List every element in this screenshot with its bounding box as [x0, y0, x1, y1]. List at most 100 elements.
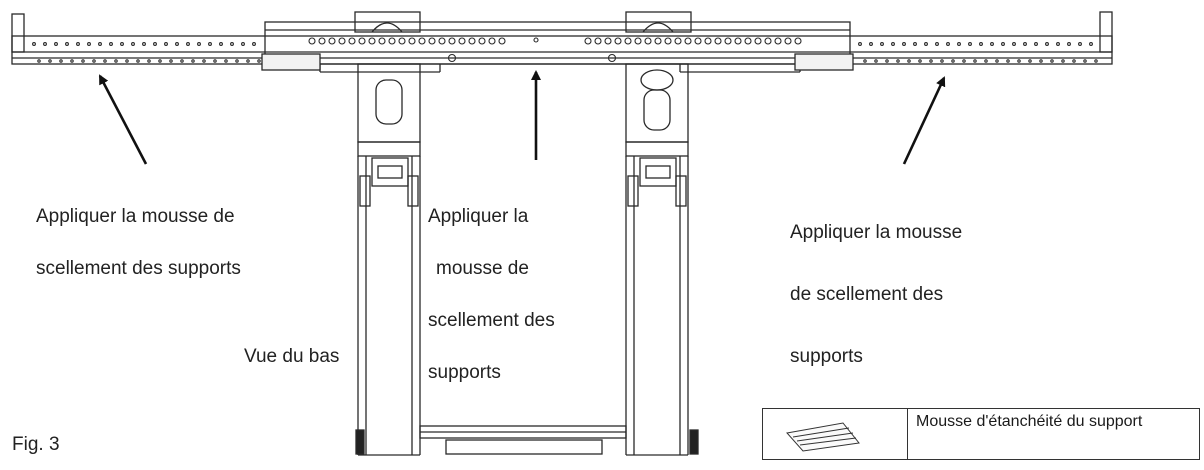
rail-hole — [913, 42, 917, 46]
rail-hole — [358, 37, 366, 45]
rail-hole — [114, 59, 118, 63]
rail-hole — [951, 59, 955, 63]
rail-hole — [81, 59, 85, 63]
view-label: Vue du bas — [244, 346, 340, 367]
rail-hole — [180, 59, 184, 63]
rail-hole — [734, 37, 742, 45]
rail-hole — [957, 42, 961, 46]
rail-hole — [784, 37, 792, 45]
rail-hole — [235, 59, 239, 63]
rail-hole — [918, 59, 922, 63]
rail-hole — [907, 59, 911, 63]
foam-strip-icon — [786, 422, 860, 452]
rail-hole — [1034, 42, 1038, 46]
rail-hole — [1023, 42, 1027, 46]
rail-hole — [968, 42, 972, 46]
rail-hole — [48, 59, 52, 63]
rail-hole — [136, 59, 140, 63]
annotation-right-line: supports — [790, 346, 863, 367]
rail-hole — [1028, 59, 1032, 63]
rail-hole — [990, 42, 994, 46]
rail-hole — [103, 59, 107, 63]
rail-hole — [169, 59, 173, 63]
rail-hole — [858, 42, 862, 46]
rail-hole — [308, 37, 316, 45]
rail-hole — [644, 37, 652, 45]
rail-hole — [142, 42, 146, 46]
horizontal-rail — [11, 21, 1113, 73]
rail-hole — [1012, 42, 1016, 46]
rail-hole — [186, 42, 190, 46]
annotation-center-line: Appliquer la — [428, 206, 529, 227]
rail-hole — [634, 37, 642, 45]
rail-hole — [1089, 42, 1093, 46]
rail-hole — [1094, 59, 1098, 63]
annotation-left-line: scellement des supports — [36, 258, 241, 279]
rail-hole — [902, 42, 906, 46]
rail-hole — [880, 42, 884, 46]
rail-hole — [70, 59, 74, 63]
rail-hole — [164, 42, 168, 46]
rail-hole — [869, 42, 873, 46]
arrow-icon — [902, 76, 946, 165]
rail-hole — [1001, 42, 1005, 46]
annotation-center: Appliquer la mousse de scellement des su… — [428, 178, 638, 412]
rail-hole — [328, 37, 336, 45]
rail-hole — [614, 37, 622, 45]
rail-hole — [32, 42, 36, 46]
rail-hole-pattern — [32, 37, 1098, 63]
rail-hole — [246, 59, 250, 63]
rail-hole — [874, 59, 878, 63]
rail-end-right — [1099, 11, 1113, 53]
rail-hole — [448, 37, 456, 45]
rail-hole — [924, 42, 928, 46]
leg-right — [625, 63, 699, 456]
rail-hole — [674, 37, 682, 45]
rail-hole — [885, 59, 889, 63]
rail-hole — [935, 42, 939, 46]
rail-hole — [488, 37, 496, 45]
clamp-right — [625, 11, 692, 33]
rail-hole — [607, 53, 617, 63]
rail-hole — [533, 37, 539, 43]
rail-hole — [388, 37, 396, 45]
legend-swatch-cell — [763, 409, 908, 459]
rail-hole — [230, 42, 234, 46]
rail-hole — [1072, 59, 1076, 63]
rail-hole — [744, 37, 752, 45]
rail-hole — [929, 59, 933, 63]
annotation-center-line: supports — [428, 362, 501, 383]
rail-hole — [54, 42, 58, 46]
rail-hole — [418, 37, 426, 45]
rail-hole — [724, 37, 732, 45]
rail-hole — [458, 37, 466, 45]
annotation-left-line: Appliquer la mousse de — [36, 206, 235, 227]
rail-hole — [92, 59, 96, 63]
rail-hole — [131, 42, 135, 46]
rail-hole — [348, 37, 356, 45]
rail-hole — [125, 59, 129, 63]
annotation-center-line: scellement des — [428, 310, 555, 331]
bottom-crossbar — [419, 425, 627, 455]
rail-hole — [979, 42, 983, 46]
rail-hole — [1078, 42, 1082, 46]
rail-hole — [863, 59, 867, 63]
rail-hole — [338, 37, 346, 45]
rail-hole — [43, 42, 47, 46]
rail-hole — [684, 37, 692, 45]
rail-hole — [664, 37, 672, 45]
rail-hole — [65, 42, 69, 46]
rail-hole — [191, 59, 195, 63]
rail-hole — [1045, 42, 1049, 46]
rail-hole — [109, 42, 113, 46]
rail-hole — [604, 37, 612, 45]
rail-hole — [594, 37, 602, 45]
rail-hole — [59, 59, 63, 63]
rail-end-left — [11, 13, 25, 53]
legend-text: Mousse d'étanchéité du support — [916, 413, 1143, 430]
rail-hole — [754, 37, 762, 45]
rail-hole — [257, 59, 261, 63]
rail-hole — [202, 59, 206, 63]
rail-hole — [694, 37, 702, 45]
rail-hole — [984, 59, 988, 63]
